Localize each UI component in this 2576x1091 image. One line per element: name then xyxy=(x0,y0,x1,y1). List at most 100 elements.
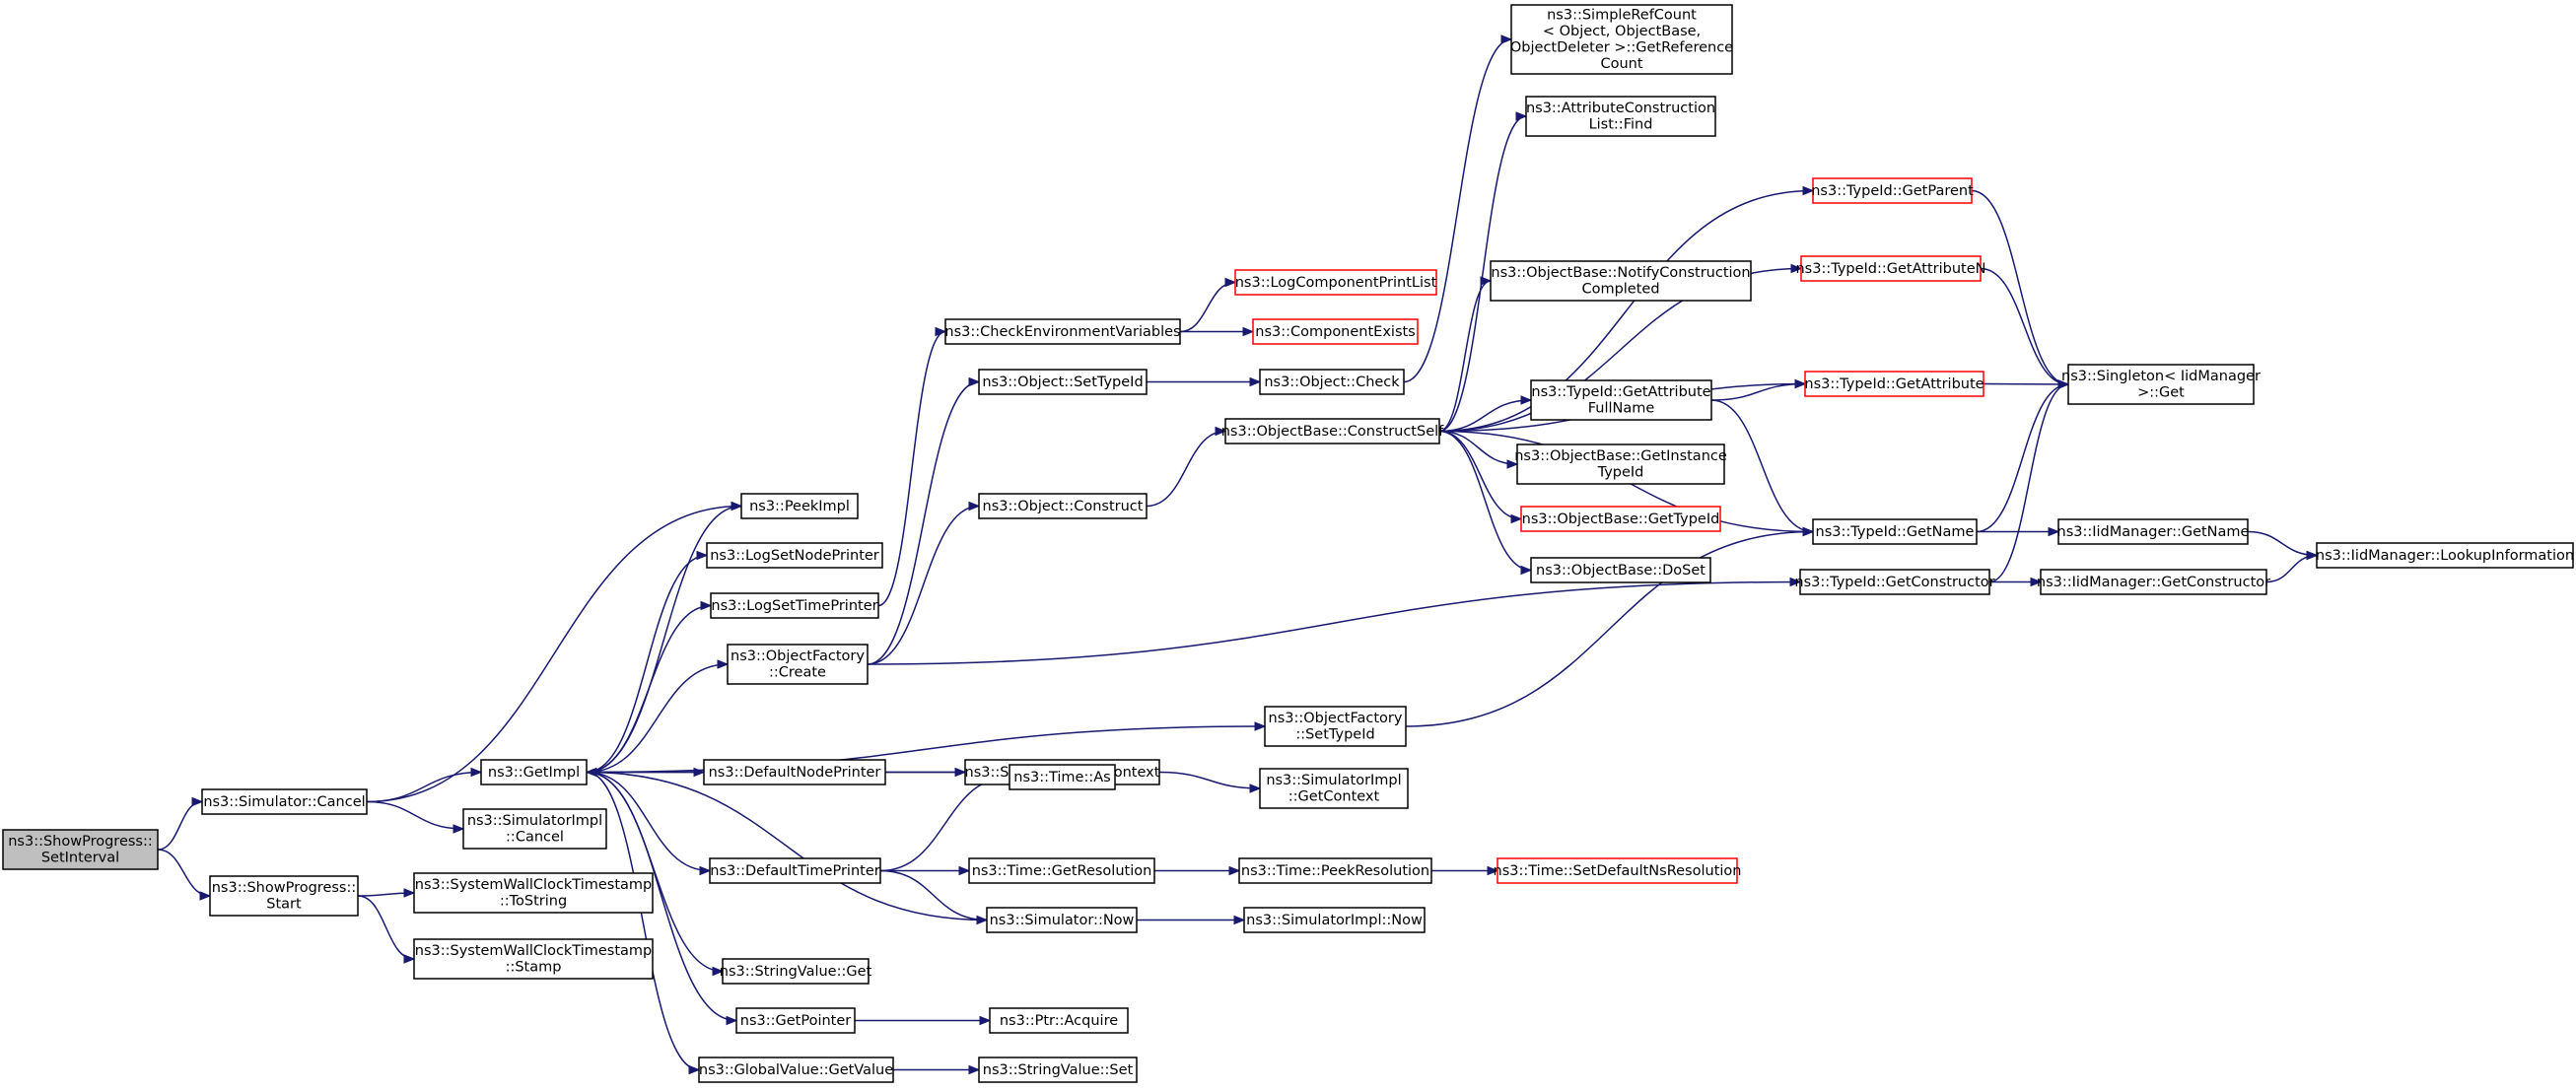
graph-node-n38[interactable]: ns3::Time::SetDefaultNsResolution xyxy=(1494,857,1742,884)
graph-node-n39[interactable]: ns3::TypeId::GetParent xyxy=(1811,177,1974,204)
node-box[interactable] xyxy=(2067,364,2255,405)
graph-node-n14[interactable]: ns3::CheckEnvironmentVariables xyxy=(944,318,1181,345)
graph-node-n36[interactable]: ns3::ObjectBase::GetTypeId xyxy=(1520,506,1721,532)
node-box[interactable] xyxy=(710,592,879,619)
node-box[interactable] xyxy=(968,857,1155,884)
node-box[interactable] xyxy=(978,369,1148,395)
graph-node-n41[interactable]: ns3::TypeId::GetAttribute xyxy=(1804,371,1984,397)
node-box[interactable] xyxy=(1252,318,1419,345)
graph-node-n13[interactable]: ns3::GlobalValue::GetValue xyxy=(698,1057,894,1083)
node-box[interactable] xyxy=(1812,518,1978,545)
graph-node-n46[interactable]: ns3::IidManager::GetConstructor xyxy=(2037,569,2270,595)
edge-n26-n33 xyxy=(1438,276,1493,433)
node-box[interactable] xyxy=(201,788,368,815)
node-box[interactable] xyxy=(1490,260,1752,302)
graph-node-n22[interactable]: ns3::StringValue::Set xyxy=(978,1057,1138,1083)
graph-node-n11[interactable]: ns3::StringValue::Get xyxy=(720,958,872,985)
node-box[interactable] xyxy=(2040,569,2267,595)
node-box[interactable] xyxy=(1497,857,1738,884)
node-box[interactable] xyxy=(1530,379,1712,421)
graph-node-n30[interactable]: ns3::SimulatorImpl::Now xyxy=(1243,907,1426,933)
graph-node-n23[interactable]: ns3::LogComponentPrintList xyxy=(1234,269,1437,296)
graph-node-n5[interactable]: ns3::SimulatorImpl::Cancel xyxy=(462,808,607,850)
node-box[interactable] xyxy=(413,872,654,914)
node-box[interactable] xyxy=(698,1057,894,1083)
node-box[interactable] xyxy=(1224,418,1440,444)
node-box[interactable] xyxy=(1259,369,1405,395)
node-box[interactable] xyxy=(1009,764,1116,790)
node-box[interactable] xyxy=(1243,907,1426,933)
node-box[interactable] xyxy=(1520,506,1721,532)
node-box[interactable] xyxy=(706,542,883,569)
node-box[interactable] xyxy=(709,857,881,884)
graph-node-n42[interactable]: ns3::TypeId::GetName xyxy=(1812,518,1978,545)
node-box[interactable] xyxy=(2316,542,2574,569)
graph-node-n27[interactable]: ns3::ObjectFactory::SetTypeId xyxy=(1264,706,1407,747)
graph-node-n25[interactable]: ns3::Object::Check xyxy=(1259,369,1405,395)
graph-node-n26[interactable]: ns3::ObjectBase::ConstructSelf xyxy=(1221,418,1444,444)
node-box[interactable] xyxy=(978,493,1148,519)
node-box[interactable] xyxy=(2057,518,2249,545)
graph-node-n40[interactable]: ns3::TypeId::GetAttributeN xyxy=(1795,255,1986,282)
graph-node-n43[interactable]: ns3::TypeId::GetConstructor xyxy=(1794,569,1995,595)
node-box[interactable] xyxy=(986,907,1138,933)
node-label-line: ns3::Time::PeekResolution xyxy=(1241,863,1429,879)
node-box[interactable] xyxy=(1799,569,1990,595)
graph-node-n1[interactable]: ns3::Simulator::Cancel xyxy=(201,788,368,815)
node-box[interactable] xyxy=(1525,96,1716,137)
node-box[interactable] xyxy=(462,808,607,850)
node-box[interactable] xyxy=(480,759,588,785)
graph-node-n8[interactable]: ns3::ObjectFactory::Create xyxy=(727,644,869,685)
graph-node-n15[interactable]: ns3::Object::SetTypeId xyxy=(978,369,1148,395)
graph-node-n29[interactable]: ns3::Time::PeekResolution xyxy=(1238,857,1432,884)
graph-node-n47[interactable]: ns3::IidManager::LookupInformation xyxy=(2316,542,2574,569)
node-box[interactable] xyxy=(209,875,359,917)
node-box[interactable] xyxy=(703,759,886,785)
node-box[interactable] xyxy=(1516,443,1725,485)
graph-node-n45[interactable]: ns3::IidManager::GetName xyxy=(2057,518,2250,545)
graph-node-n2[interactable]: ns3::ShowProgress::Start xyxy=(209,875,359,917)
node-box[interactable] xyxy=(735,1007,856,1034)
graph-node-n33[interactable]: ns3::ObjectBase::NotifyConstructionCompl… xyxy=(1490,260,1752,302)
graph-node-n6[interactable]: ns3::LogSetNodePrinter xyxy=(706,542,883,569)
graph-node-n37[interactable]: ns3::ObjectBase::DoSet xyxy=(1530,557,1711,583)
graph-node-n19[interactable]: ns3::Time::GetResolution xyxy=(968,857,1155,884)
graph-node-n12[interactable]: ns3::GetPointer xyxy=(735,1007,856,1034)
graph-node-n48[interactable]: ns3::SystemWallClockTimestamp::ToString xyxy=(413,872,654,914)
node-box[interactable] xyxy=(740,493,859,519)
node-box[interactable] xyxy=(944,318,1181,345)
graph-node-n44[interactable]: ns3::Singleton< IidManager>::Get xyxy=(2061,364,2261,405)
graph-node-n7[interactable]: ns3::LogSetTimePrinter xyxy=(710,592,879,619)
node-box[interactable] xyxy=(1804,371,1984,397)
node-box[interactable] xyxy=(1234,269,1437,296)
graph-node-n9[interactable]: ns3::DefaultNodePrinter xyxy=(703,759,886,785)
graph-node-n10[interactable]: ns3::DefaultTimePrinter xyxy=(709,857,881,884)
graph-node-n4[interactable]: ns3::GetImpl xyxy=(480,759,588,785)
node-box[interactable] xyxy=(978,1057,1138,1083)
graph-node-n24[interactable]: ns3::ComponentExists xyxy=(1252,318,1419,345)
graph-node-n16[interactable]: ns3::Object::Construct xyxy=(978,493,1148,519)
node-box[interactable] xyxy=(989,1007,1129,1034)
graph-node-n0[interactable]: ns3::ShowProgress::SetInterval xyxy=(2,829,159,870)
node-box[interactable] xyxy=(727,644,869,685)
graph-node-n31[interactable]: ns3::SimpleRefCount< Object, ObjectBase,… xyxy=(1510,4,1733,75)
graph-node-n21[interactable]: ns3::Ptr::Acquire xyxy=(989,1007,1129,1034)
node-box[interactable] xyxy=(1259,768,1409,809)
node-box[interactable] xyxy=(413,938,654,980)
node-box[interactable] xyxy=(1510,4,1733,75)
node-box[interactable] xyxy=(1238,857,1432,884)
node-box[interactable] xyxy=(1264,706,1407,747)
graph-node-n28[interactable]: ns3::SimulatorImpl::GetContext xyxy=(1259,768,1409,809)
node-box[interactable] xyxy=(2,829,159,870)
node-box[interactable] xyxy=(1800,255,1982,282)
node-box[interactable] xyxy=(722,958,870,985)
graph-node-n18[interactable]: ns3::Time::As xyxy=(1009,764,1116,790)
node-box[interactable] xyxy=(1530,557,1711,583)
graph-node-n49[interactable]: ns3::SystemWallClockTimestamp::Stamp xyxy=(413,938,654,980)
graph-node-n3[interactable]: ns3::PeekImpl xyxy=(740,493,859,519)
node-box[interactable] xyxy=(1812,177,1973,204)
graph-node-n20[interactable]: ns3::Simulator::Now xyxy=(986,907,1138,933)
